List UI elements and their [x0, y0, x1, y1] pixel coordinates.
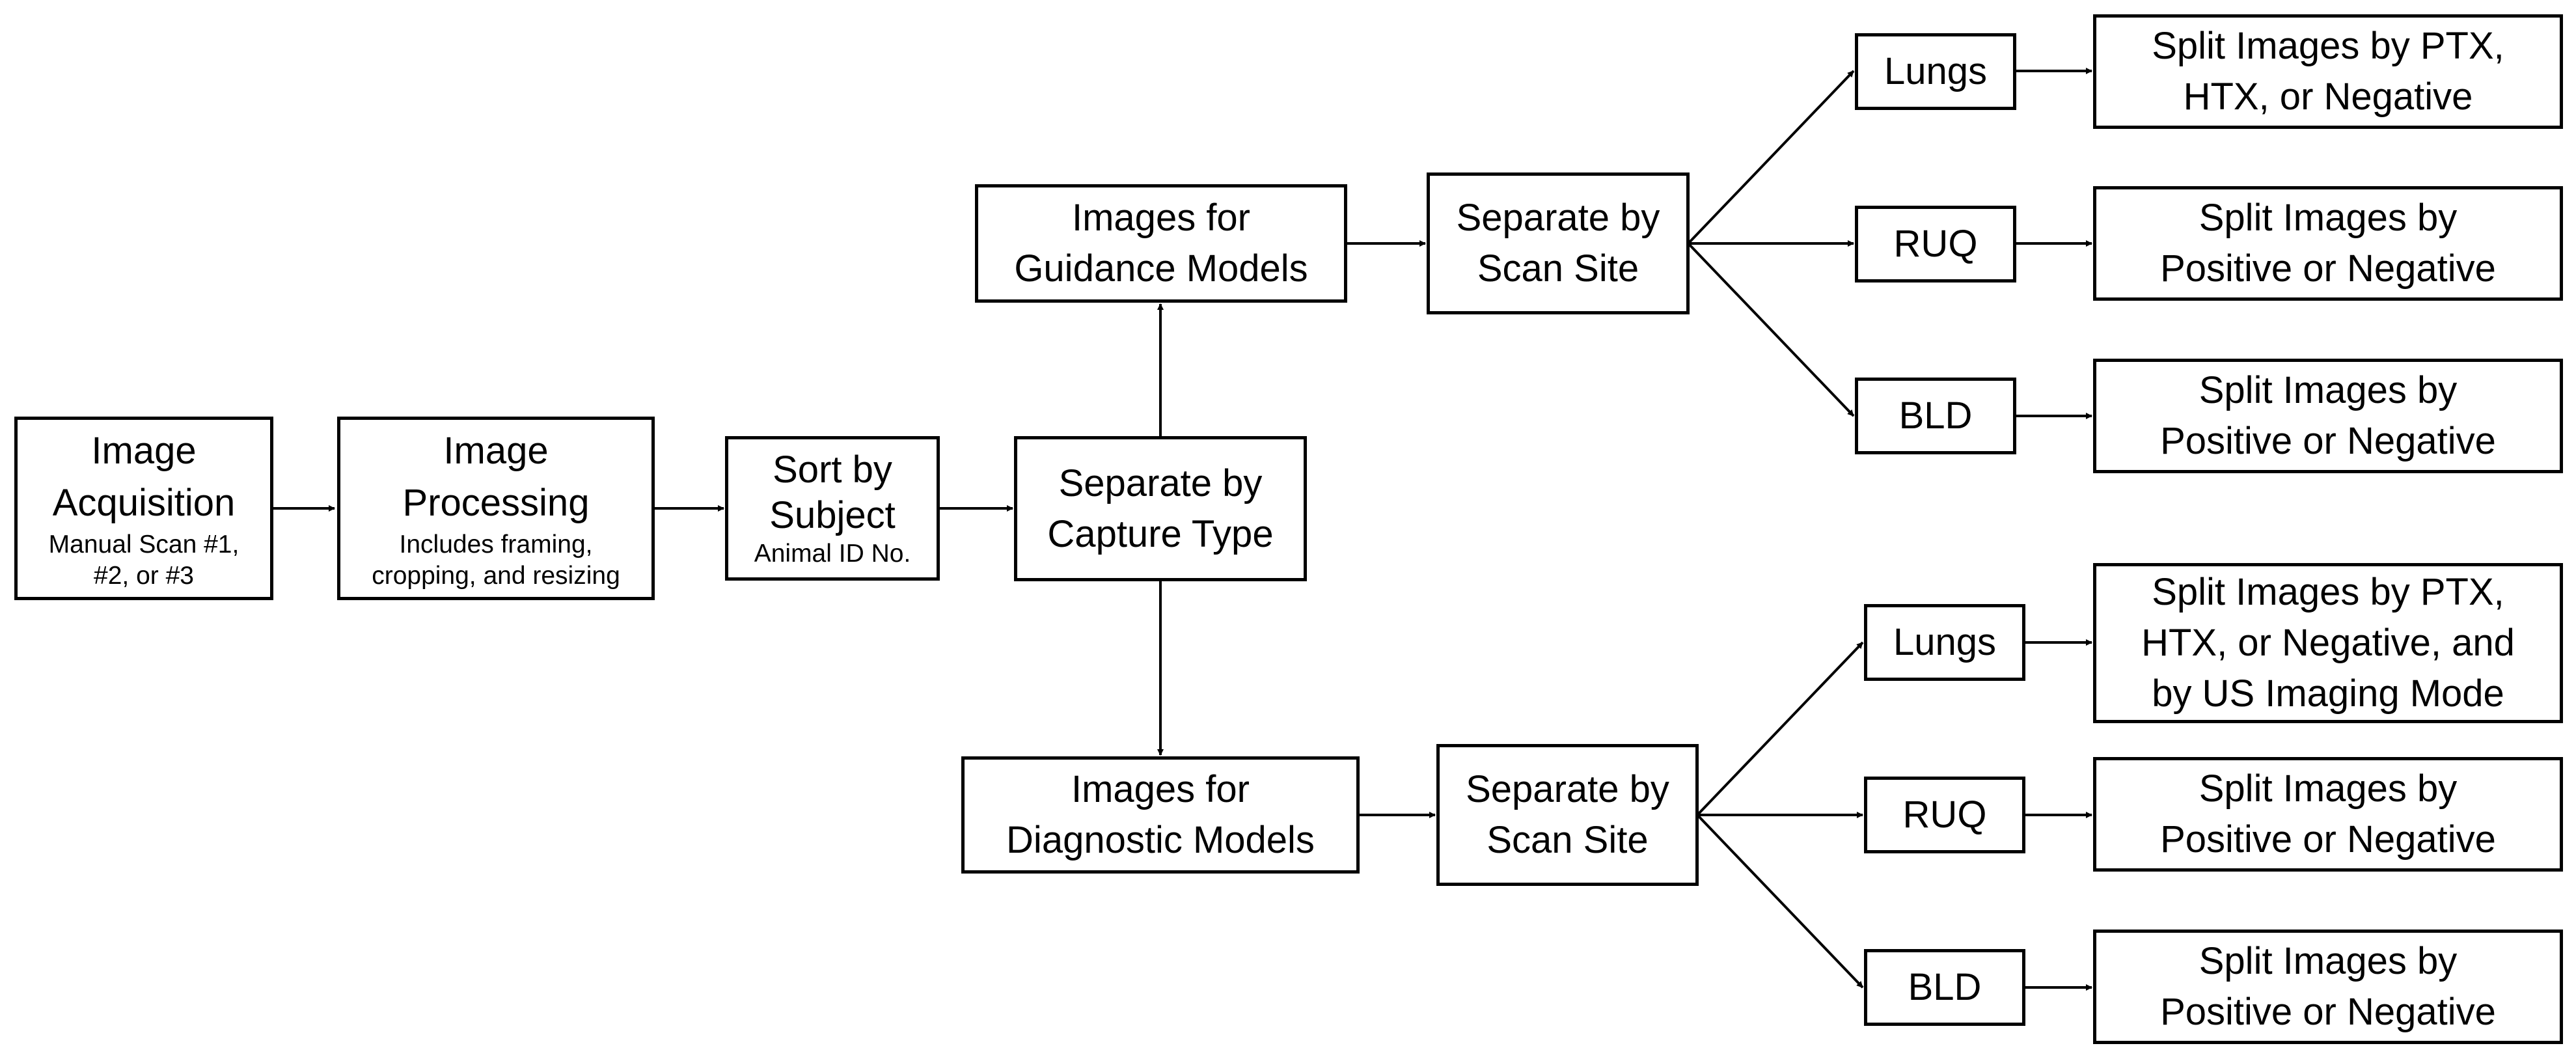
diagnostic-bld-label: BLD: [1908, 966, 1982, 1008]
guidance-ruq-split-label: Split Images by Positive or Negative: [2160, 197, 2496, 290]
guidance-bld-label: BLD: [1898, 394, 1973, 437]
guidance-images-label: Images for Guidance Models: [1014, 197, 1308, 290]
diagnostic-images-box: Images for Diagnostic Models: [961, 756, 1360, 874]
guidance-ruq-split-box: Split Images by Positive or Negative: [2093, 186, 2563, 301]
sort-by-subject-subtitle: Animal ID No.: [754, 540, 911, 568]
image-processing-title: Image Processing: [402, 430, 590, 524]
diagnostic-images-label: Images for Diagnostic Models: [1006, 768, 1315, 861]
guidance-lungs-label: Lungs: [1884, 50, 1988, 92]
diagnostic-ruq-split-box: Split Images by Positive or Negative: [2093, 757, 2563, 872]
diagnostic-bld-box: BLD: [1864, 949, 2025, 1026]
capture-type-box: Separate by Capture Type: [1014, 436, 1307, 581]
diagnostic-bld-split-label: Split Images by Positive or Negative: [2160, 940, 2496, 1033]
diagnostic-bld-split-box: Split Images by Positive or Negative: [2093, 930, 2563, 1044]
guidance-ruq-box: RUQ: [1855, 206, 2016, 282]
guidance-scan-site-box: Separate by Scan Site: [1427, 172, 1690, 314]
arrow-gsite-to-bld: [1687, 242, 1855, 417]
guidance-ruq-label: RUQ: [1893, 223, 1978, 265]
arrow-dsite-to-bld: [1696, 814, 1864, 989]
sort-by-subject-title: Sort by Subject: [769, 448, 896, 536]
guidance-lungs-split-box: Split Images by PTX, HTX, or Negative: [2093, 14, 2563, 129]
guidance-lungs-split-label: Split Images by PTX, HTX, or Negative: [2152, 25, 2504, 118]
sort-by-subject-box: Sort by Subject Animal ID No.: [725, 436, 940, 581]
diagnostic-lungs-split-box: Split Images by PTX, HTX, or Negative, a…: [2093, 563, 2563, 723]
image-acquisition-subtitle: Manual Scan #1, #2, or #3: [48, 530, 240, 590]
image-processing-box: Image Processing Includes framing, cropp…: [337, 417, 655, 600]
diagnostic-lungs-split-label: Split Images by PTX, HTX, or Negative, a…: [2141, 571, 2515, 715]
arrow-gsite-to-lungs: [1687, 70, 1855, 245]
guidance-images-box: Images for Guidance Models: [975, 184, 1347, 303]
guidance-bld-split-box: Split Images by Positive or Negative: [2093, 359, 2563, 473]
guidance-scan-site-label: Separate by Scan Site: [1456, 197, 1660, 290]
image-processing-subtitle: Includes framing, cropping, and resizing: [372, 530, 620, 590]
guidance-lungs-box: Lungs: [1855, 33, 2016, 110]
capture-type-label: Separate by Capture Type: [1047, 462, 1274, 555]
diagnostic-scan-site-box: Separate by Scan Site: [1436, 744, 1699, 886]
diagnostic-ruq-label: RUQ: [1902, 793, 1987, 836]
guidance-bld-split-label: Split Images by Positive or Negative: [2160, 369, 2496, 462]
diagnostic-ruq-box: RUQ: [1864, 777, 2025, 853]
image-acquisition-title: Image Acquisition: [52, 430, 236, 524]
arrow-dsite-to-lungs: [1696, 641, 1864, 816]
diagnostic-scan-site-label: Separate by Scan Site: [1466, 768, 1669, 861]
guidance-bld-box: BLD: [1855, 378, 2016, 454]
diagnostic-ruq-split-label: Split Images by Positive or Negative: [2160, 767, 2496, 861]
diagnostic-lungs-box: Lungs: [1864, 604, 2025, 681]
diagnostic-lungs-label: Lungs: [1893, 621, 1997, 663]
image-acquisition-box: Image Acquisition Manual Scan #1, #2, or…: [14, 417, 273, 600]
